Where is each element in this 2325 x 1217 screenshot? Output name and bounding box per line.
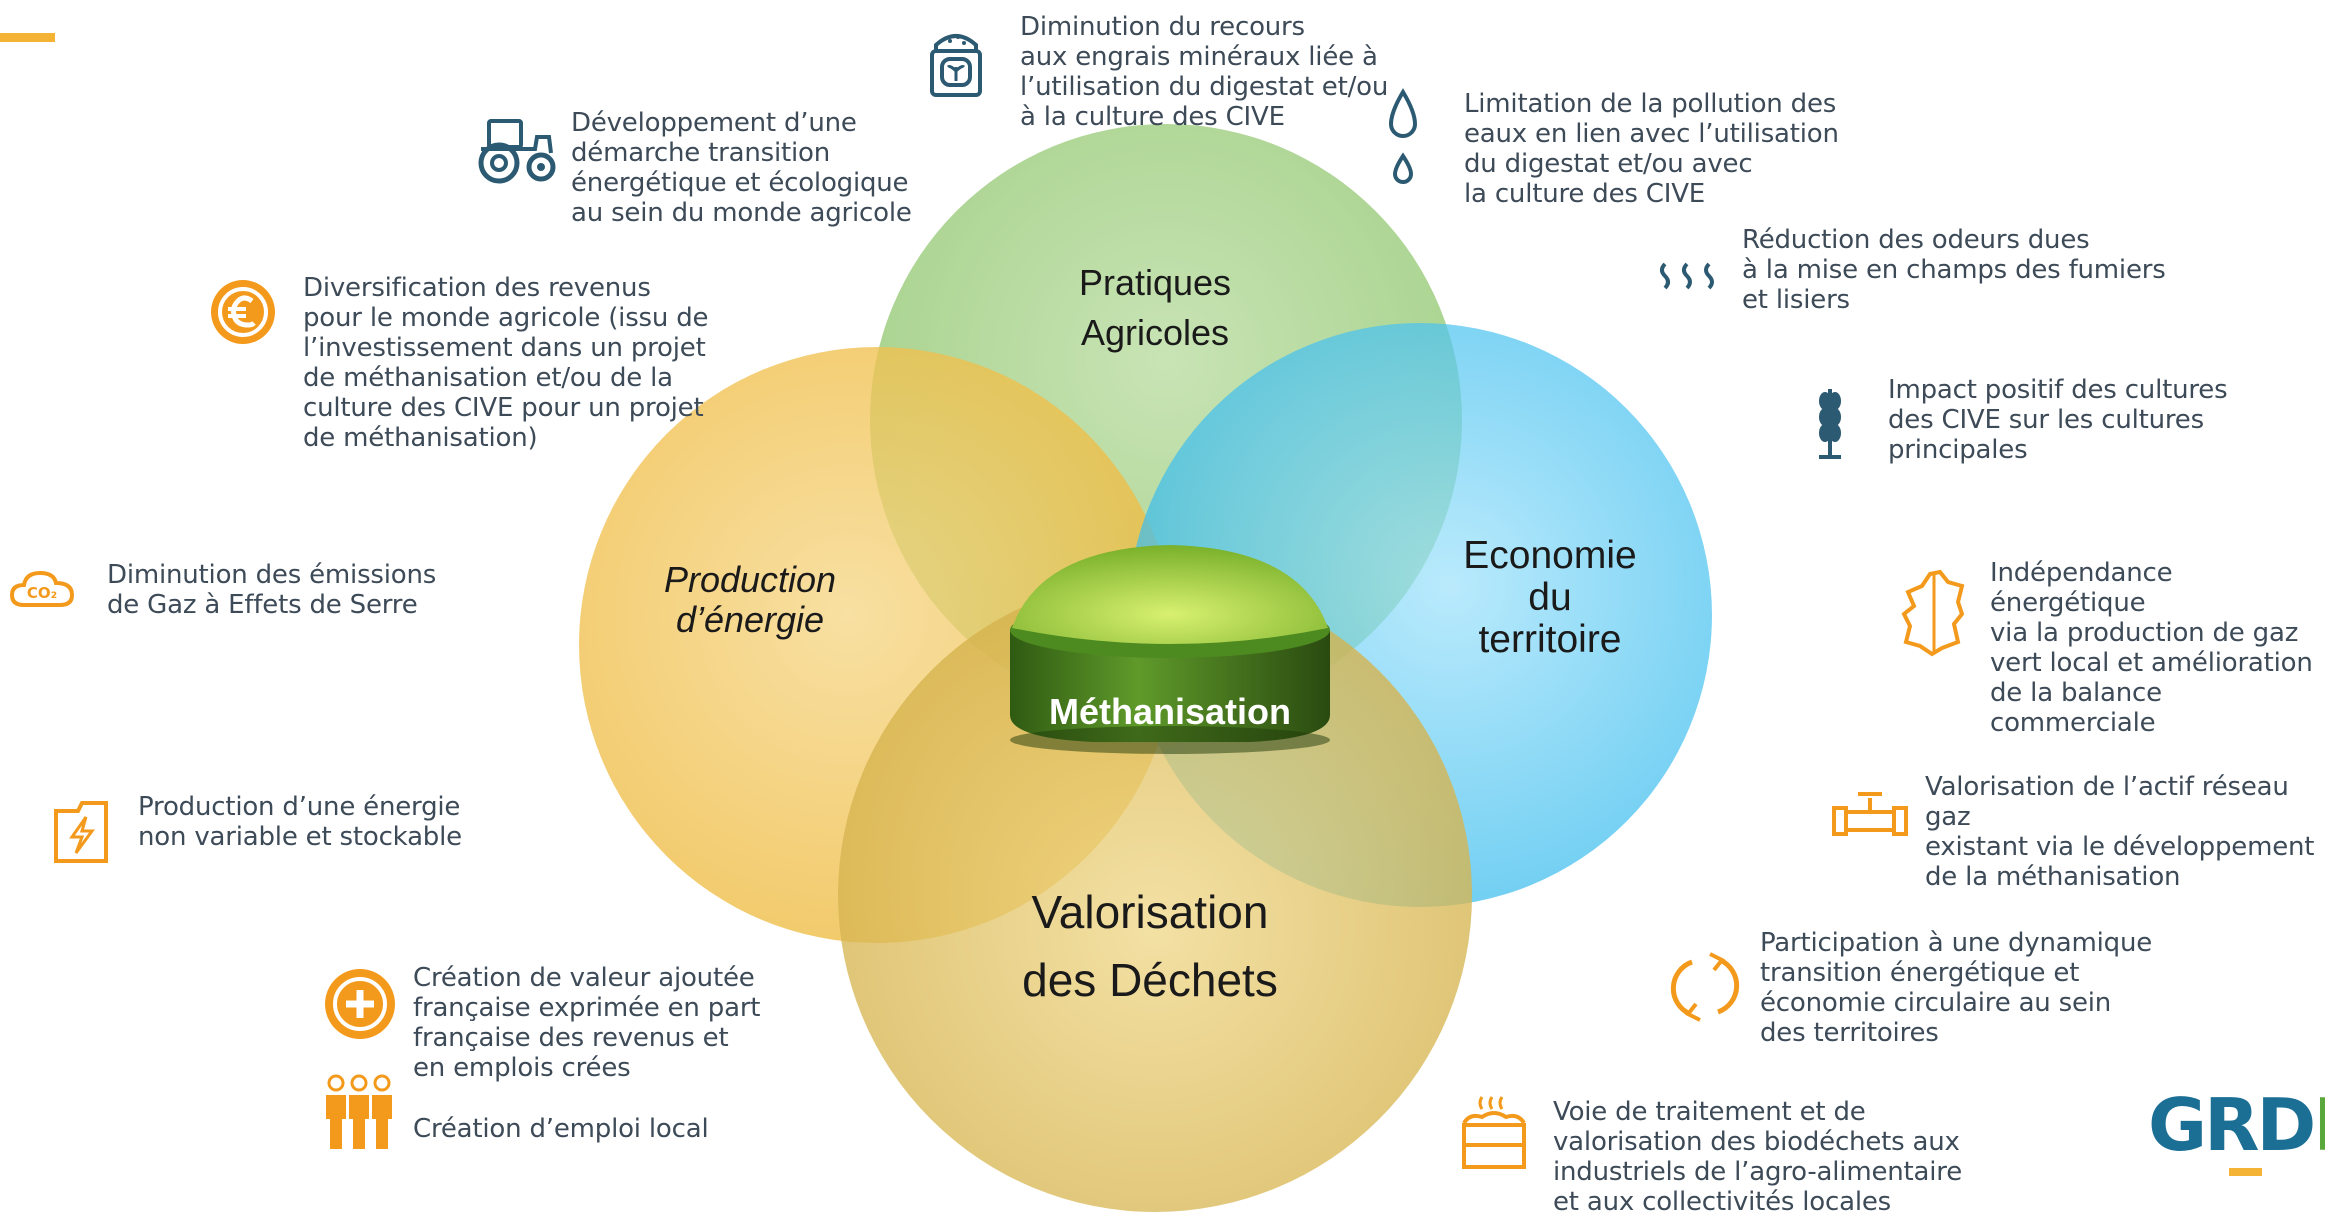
fertilizer-bag-icon xyxy=(930,34,982,97)
benefit-energie: Production d’une énergie non variable et… xyxy=(138,792,462,852)
co2-cloud-icon: CO₂ xyxy=(9,570,75,607)
benefit-emissions: Diminution des émissions de Gaz à Effets… xyxy=(107,560,437,620)
benefit-revenus: Diversification des revenus pour le mond… xyxy=(303,273,709,453)
wheat-icon xyxy=(1819,389,1841,459)
benefit-valeur: Création de valeur ajoutée française exp… xyxy=(413,963,761,1083)
france-map-icon xyxy=(1901,569,1965,657)
accent-bar-top xyxy=(0,33,55,42)
benefit-engrais: Diminution du recours aux engrais minéra… xyxy=(1020,12,1389,132)
benefit-reseau: Valorisation de l’actif réseau gaz exist… xyxy=(1925,772,2315,892)
digester-icon xyxy=(1010,545,1330,754)
benefit-biodechets: Voie de traitement et de valorisation de… xyxy=(1553,1097,1962,1217)
battery-bolt-icon xyxy=(54,801,108,863)
benefit-pollution: Limitation de la pollution des eaux en l… xyxy=(1464,89,1839,209)
grdf-logo: GRDF xyxy=(2148,1083,2325,1167)
water-drop-icon xyxy=(1388,88,1418,184)
benefit-odeurs: Réduction des odeurs dues à la mise en c… xyxy=(1742,225,2166,315)
label-valorisation-dechets: Valorisation des Déchets xyxy=(1022,886,1278,1006)
waste-bin-icon xyxy=(1462,1096,1526,1169)
label-methanisation: Méthanisation xyxy=(1048,691,1291,732)
plus-circle-icon xyxy=(325,969,395,1039)
benefit-dynamique: Participation à une dynamique transition… xyxy=(1760,928,2153,1048)
people-icon xyxy=(326,1074,392,1149)
label-economie-territoire: Economie du territoire xyxy=(1463,534,1637,661)
svg-text:CO₂: CO₂ xyxy=(27,584,57,602)
circular-arrows-icon xyxy=(1670,952,1740,1022)
label-pratiques-agricoles: Pratiques Agricoles xyxy=(1078,262,1232,353)
label-production-energie: Production d’énergie xyxy=(663,559,837,640)
benefit-demarche: Développement d’une démarche transition … xyxy=(571,108,912,228)
benefit-independance: Indépendance énergétique via la producti… xyxy=(1990,558,2313,738)
benefit-emploi: Création d’emploi local xyxy=(413,1114,709,1144)
gas-pipe-icon xyxy=(1832,792,1908,836)
euro-coin-icon xyxy=(211,280,275,344)
benefit-cultures: Impact positif des cultures des CIVE sur… xyxy=(1888,375,2228,465)
accent-bar-bottom xyxy=(2229,1168,2262,1176)
tractor-icon xyxy=(478,119,556,184)
odor-waves-icon xyxy=(1660,262,1714,290)
